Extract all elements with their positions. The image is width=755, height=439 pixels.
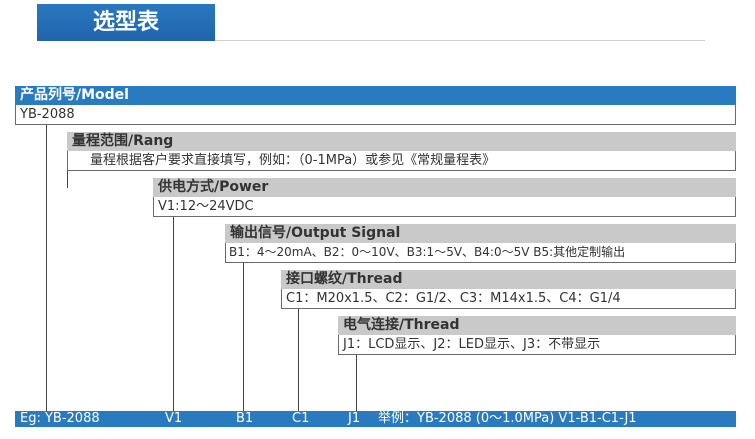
footer-j: J1 — [348, 411, 361, 426]
connector-output — [243, 263, 244, 412]
footer-example: 举例：YB-2088 (0～1.0MPa) V1-B1-C1-J1 — [378, 411, 637, 426]
output-header: 输出信号/Output Signal — [225, 224, 736, 243]
electrical-value: J1：LCD显示、J2：LED显示、J3：不带显示 — [338, 335, 736, 355]
connector-thread — [298, 309, 299, 412]
footer-b: B1 — [236, 411, 254, 426]
footer-v: V1 — [165, 411, 183, 426]
thread-value: C1：M20x1.5、C2：G1/2、C3：M14x1.5、C4：G1/4 — [281, 289, 736, 309]
power-value: V1:12～24VDC — [153, 197, 736, 217]
footer-c: C1 — [292, 411, 310, 426]
output-value: B1：4～20mA、B2：0～10V、B3:1～5V、B4:0～5V B5:其他… — [225, 243, 736, 263]
thread-header: 接口螺纹/Thread — [281, 270, 736, 289]
connector-power — [173, 217, 174, 412]
range-header: 量程范围/Rang — [67, 132, 736, 151]
connector-electrical — [356, 355, 357, 412]
connector-rang — [67, 171, 68, 188]
example-bar: Eg: YB-2088 V1 B1 C1 J1 举例：YB-2088 (0～1.… — [15, 411, 736, 427]
footer-eg: Eg: YB-2088 — [20, 411, 100, 426]
power-header: 供电方式/Power — [153, 178, 736, 197]
model-header: 产品列号/Model — [15, 86, 736, 105]
connector-model — [46, 125, 47, 412]
electrical-header: 电气连接/Thread — [338, 316, 736, 335]
model-value: YB-2088 — [15, 105, 736, 125]
section-title: 选型表 — [37, 4, 215, 41]
range-value: 量程根据客户要求直接填写，例如：（0-1MPa）或参见《常规量程表》 — [67, 151, 736, 171]
title-divider — [215, 40, 705, 41]
